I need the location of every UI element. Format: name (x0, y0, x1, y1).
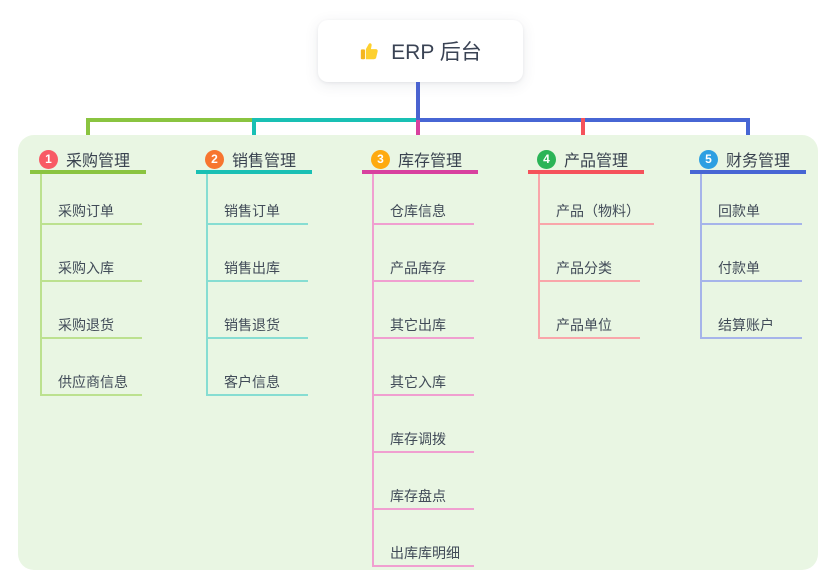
branch-3-child-6[interactable]: 库存盘点 (374, 453, 474, 510)
branch-4-child-3[interactable]: 产品单位 (540, 282, 640, 339)
mindmap-panel: 1 采购管理采购订单采购入库采购退货供应商信息 2 销售管理销售订单销售出库销售退货客… (18, 135, 818, 570)
branch-1-label: 采购管理 (66, 153, 131, 170)
branch-5-child-2[interactable]: 付款单 (702, 225, 802, 282)
branch-1: 1 采购管理采购订单采购入库采购退货供应商信息 (30, 148, 180, 396)
branch-4-child-2[interactable]: 产品分类 (540, 225, 640, 282)
branch-5-label: 财务管理 (726, 153, 791, 170)
branch-5-child-3[interactable]: 结算账户 (702, 282, 802, 339)
branch-4-label: 产品管理 (564, 153, 629, 170)
connector-bus-teal (254, 118, 418, 122)
branch-2-children: 销售订单销售出库销售退货客户信息 (206, 174, 308, 396)
branch-4-child-1[interactable]: 产品（物料） (540, 174, 654, 225)
connector-drop-branch-1 (86, 118, 90, 148)
branch-4-number-badge: 4 (537, 149, 556, 169)
branch-3-child-4[interactable]: 其它入库 (374, 339, 474, 396)
branch-2-label: 销售管理 (232, 153, 297, 170)
branch-3-child-5[interactable]: 库存调拨 (374, 396, 474, 453)
branch-2-child-1[interactable]: 销售订单 (208, 174, 308, 225)
branch-1-child-4[interactable]: 供应商信息 (42, 339, 142, 396)
branch-5-number-badge: 5 (699, 149, 718, 169)
connector-bus-green (86, 118, 256, 122)
connector-drop-branch-2 (252, 118, 256, 148)
branch-3-child-7[interactable]: 出库库明细 (374, 510, 474, 567)
branch-1-child-3[interactable]: 采购退货 (42, 282, 142, 339)
branch-4: 4 产品管理产品（物料）产品分类产品单位 (528, 148, 678, 339)
branch-1-child-1[interactable]: 采购订单 (42, 174, 142, 225)
branch-3-child-3[interactable]: 其它出库 (374, 282, 474, 339)
branch-5-title[interactable]: 5 财务管理 (690, 148, 806, 174)
branch-3-child-1[interactable]: 仓库信息 (374, 174, 474, 225)
connector-root-stem (416, 82, 420, 119)
branch-4-children: 产品（物料）产品分类产品单位 (538, 174, 654, 339)
connector-drop-branch-4 (581, 118, 585, 148)
branch-3-number-badge: 3 (371, 149, 390, 169)
thumbs-up-icon (359, 40, 381, 62)
branch-5-children: 回款单付款单结算账户 (700, 174, 802, 339)
branch-3: 3 库存管理仓库信息产品库存其它出库其它入库库存调拨库存盘点出库库明细 (362, 148, 512, 567)
branch-2-number-badge: 2 (205, 149, 224, 169)
root-title: ERP 后台 (391, 41, 482, 64)
root-node-erp[interactable]: ERP 后台 (318, 20, 523, 82)
branch-3-children: 仓库信息产品库存其它出库其它入库库存调拨库存盘点出库库明细 (372, 174, 474, 567)
branch-4-title[interactable]: 4 产品管理 (528, 148, 644, 174)
branch-5: 5 财务管理回款单付款单结算账户 (690, 148, 839, 339)
branch-3-title[interactable]: 3 库存管理 (362, 148, 478, 174)
branch-1-child-2[interactable]: 采购入库 (42, 225, 142, 282)
branch-2-child-2[interactable]: 销售出库 (208, 225, 308, 282)
branch-2-child-3[interactable]: 销售退货 (208, 282, 308, 339)
branch-1-title[interactable]: 1 采购管理 (30, 148, 146, 174)
branch-2-child-4[interactable]: 客户信息 (208, 339, 308, 396)
connector-drop-branch-5 (746, 118, 750, 148)
branch-3-child-2[interactable]: 产品库存 (374, 225, 474, 282)
branch-3-label: 库存管理 (398, 153, 463, 170)
branch-5-child-1[interactable]: 回款单 (702, 174, 802, 225)
branch-2: 2 销售管理销售订单销售出库销售退货客户信息 (196, 148, 346, 396)
branch-1-children: 采购订单采购入库采购退货供应商信息 (40, 174, 142, 396)
branch-2-title[interactable]: 2 销售管理 (196, 148, 312, 174)
branch-1-number-badge: 1 (39, 149, 58, 169)
connector-drop-branch-3 (416, 120, 420, 148)
